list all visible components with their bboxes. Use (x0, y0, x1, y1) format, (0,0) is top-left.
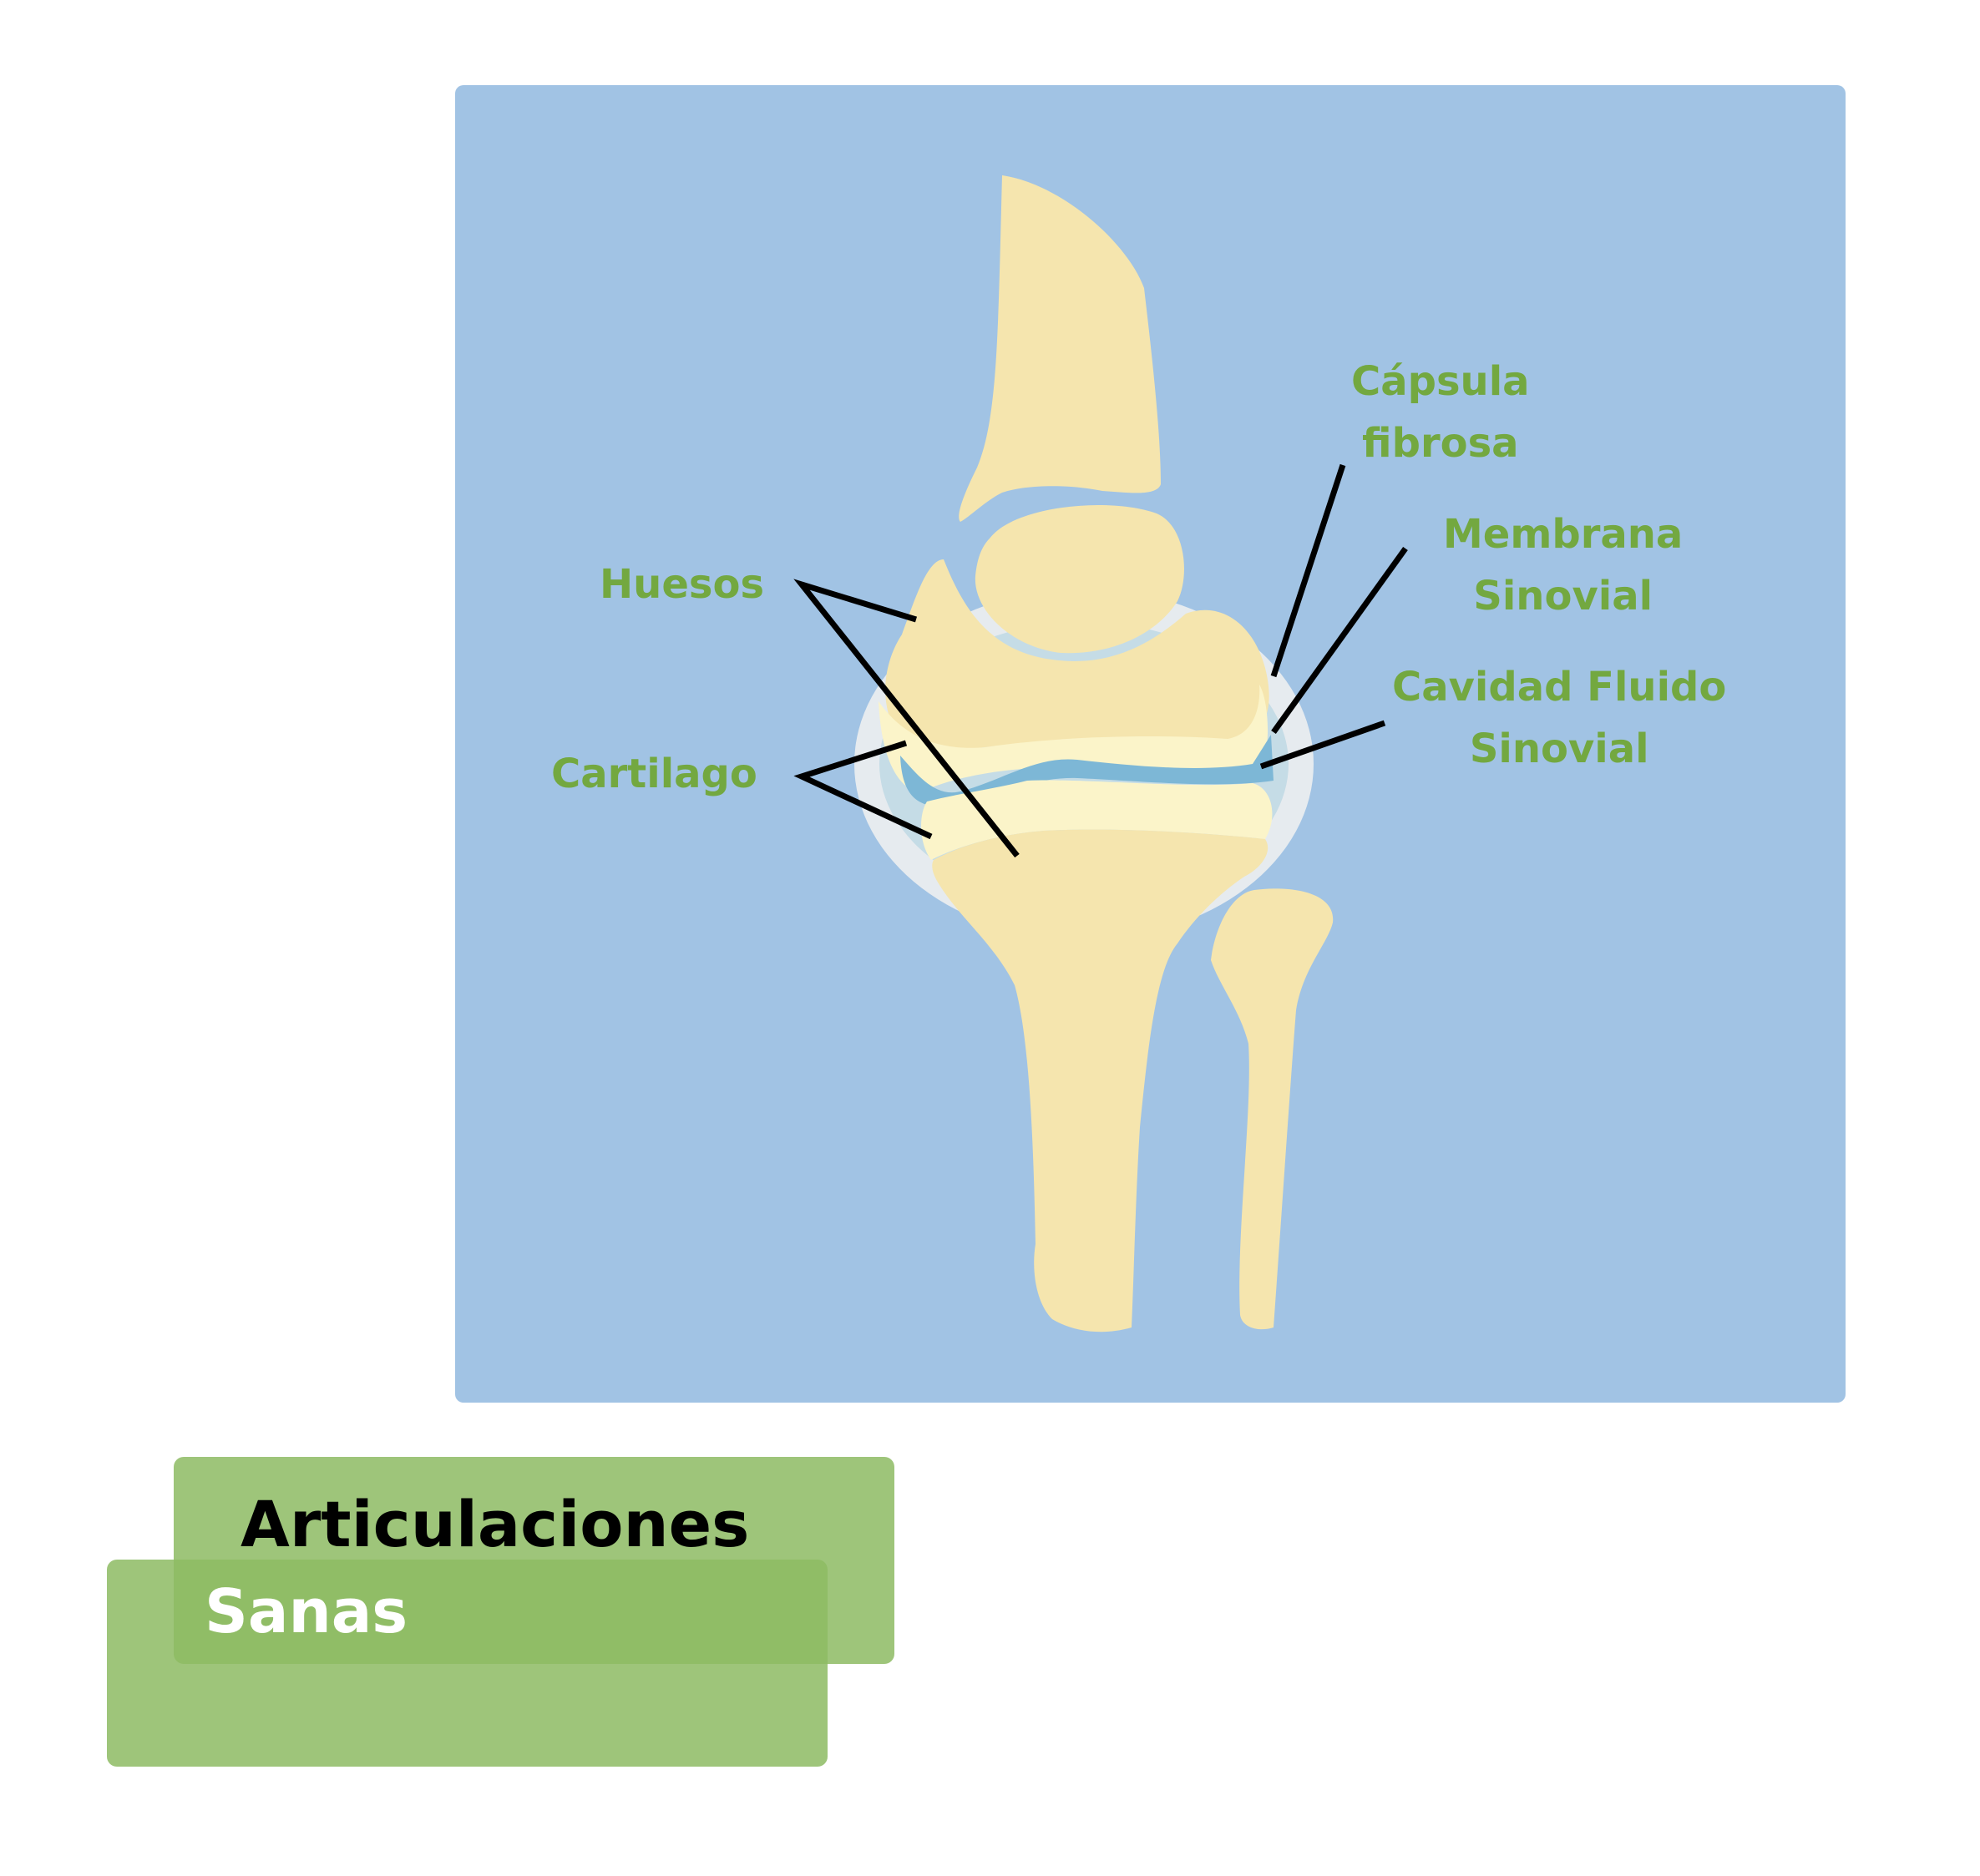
label-cartilago-text: Cartilago (551, 751, 757, 797)
title-box-front (107, 1560, 828, 1767)
label-cartilago: Cartilago (551, 743, 757, 805)
leader-line-huesos (793, 579, 1020, 858)
label-capsula-line1: Cápsula (1351, 358, 1530, 405)
label-capsula-fibrosa: Cápsula fibrosa (1351, 351, 1530, 474)
femur-bone (959, 175, 1161, 522)
tibia-bone (932, 829, 1269, 1332)
femur-condyles (885, 559, 1269, 751)
label-capsula-line2: fibrosa (1362, 420, 1519, 467)
label-cavidad-line1: Cavidad Fluido (1392, 664, 1727, 710)
label-membrana-sinovial: Membrana Sinovial (1443, 503, 1683, 627)
label-huesos-text: Huesos (600, 561, 765, 608)
leader-line-membrana (1271, 546, 1408, 735)
patella-bone (975, 505, 1184, 654)
tibia-cartilage (921, 780, 1273, 860)
label-cavidad-fluido-sinovial: Cavidad Fluido Sinovial (1392, 656, 1726, 780)
title-articulaciones: Articulaciones (241, 1487, 750, 1561)
label-membrana-line1: Membrana (1443, 511, 1684, 558)
leader-line-cartilago (793, 740, 933, 840)
leader-line-cavidad (1259, 720, 1386, 770)
title-sanas: Sanas (205, 1576, 408, 1646)
label-cavidad-line2: Sinovial (1469, 726, 1649, 772)
fibula-bone (1211, 888, 1334, 1330)
label-membrana-line2: Sinovial (1473, 573, 1653, 619)
femur-cartilage (879, 685, 1269, 793)
label-huesos: Huesos (600, 554, 764, 615)
leader-line-capsula (1270, 463, 1346, 678)
